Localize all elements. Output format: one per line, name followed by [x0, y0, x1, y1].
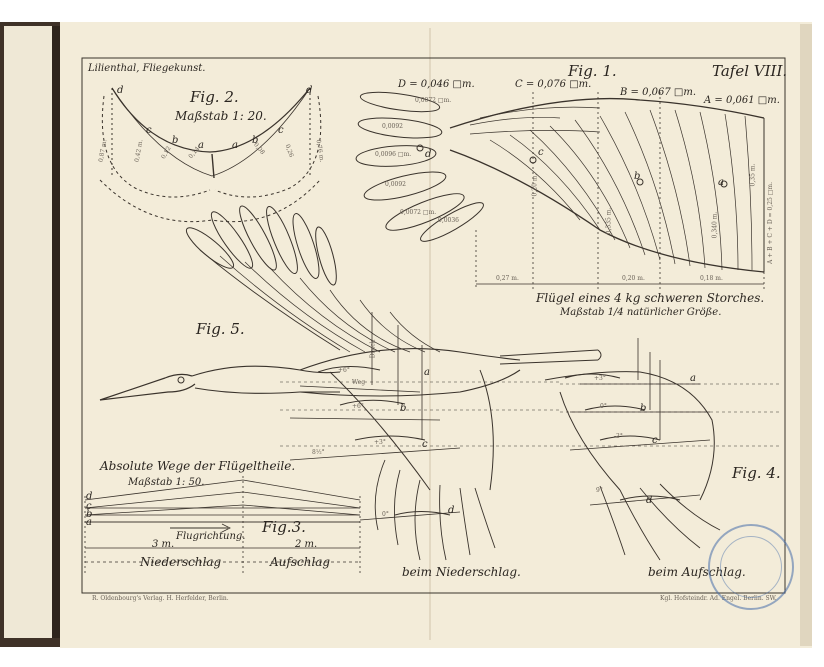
fig5-point-b: b: [400, 403, 407, 414]
fig1-area-c: C = 0,076 □m.: [515, 79, 592, 90]
fig4-angle-0: +3°: [594, 375, 606, 382]
fig4-point-c: c: [652, 435, 658, 446]
fig5-force-weg: Weg: [352, 379, 366, 386]
fig5-point-c: c: [422, 439, 428, 450]
fig2-point-a-left: a: [198, 140, 204, 151]
fig1-feather-5: 0,0036: [438, 217, 459, 224]
fig3-title: Fig.3.: [262, 518, 306, 536]
fig2-scale: Maßstab 1: 20.: [175, 109, 267, 123]
fig1-depth-0: 0,20 m.: [531, 173, 539, 197]
fig3-paths: [84, 476, 361, 575]
fig2-point-d-left: d: [117, 85, 124, 96]
fig5-angle-4: 0°: [382, 511, 389, 518]
fig1-span-0: 0,27 m.: [496, 275, 519, 282]
fig5-force-druck: Druck: [369, 339, 377, 359]
fig4-point-a: a: [690, 373, 696, 384]
fig1-scale: Maßstab 1/4 natürlicher Größe.: [560, 307, 722, 318]
fig4-title: Fig. 4.: [732, 464, 781, 482]
fig5-caption: beim Niederschlag.: [402, 565, 521, 579]
fig1-feather-3: 0,0092: [385, 181, 406, 188]
fig3-dim-right: 2 m.: [295, 539, 318, 550]
fig3-dim-left: 3 m.: [152, 539, 175, 550]
plate-footer-right: Kgl. Hofsteindr. Ad. Engel. Berlin. SW.: [660, 595, 777, 602]
fig3-heading: Absolute Wege der Flügeltheile.: [100, 459, 296, 473]
fig1-wing: [355, 91, 765, 290]
fig1-depth-1: 0,335 m.: [605, 207, 613, 235]
fig1-feather-4: 0,0072 □m.: [400, 209, 437, 216]
fig5-angle-2: +3°: [374, 439, 386, 446]
fig1-point-a: a: [718, 177, 724, 188]
fig5-point-d: d: [448, 505, 455, 516]
plate-frame: [81, 57, 786, 594]
fig1-area-a: A = 0,061 □m.: [704, 95, 780, 106]
fig2-point-b-left: b: [172, 135, 179, 146]
plate-header-left: Lilienthal, Fliegekunst.: [88, 63, 206, 74]
fig4-point-d: d: [646, 495, 653, 506]
plate-footer-left: R. Oldenbourg's Verlag. H. Herfelder, Be…: [92, 595, 229, 602]
fig1-depth-3: 0,35 m.: [749, 163, 757, 187]
fig5-title: Fig. 5.: [196, 320, 245, 338]
fig1-feather-2: 0,0096 □m.: [375, 151, 412, 158]
fig2-point-b-right: b: [252, 135, 259, 146]
fig1-total: A + B + C + D = 0,25 □m.: [767, 181, 775, 265]
fig3-letter-c: c: [86, 501, 92, 512]
fig2-point-d-right: d: [306, 85, 313, 96]
fig4-angle-2: -3°: [614, 433, 623, 440]
fig2-drawing: [99, 87, 322, 223]
fig3-letter-d: d: [86, 491, 93, 502]
fig4-angle-1: 0°: [600, 403, 607, 410]
fig3-letter-a: a: [86, 517, 92, 528]
fig1-feather-0: 0,0072 □m.: [415, 97, 452, 104]
library-stamp: [708, 524, 794, 610]
fig3-phase-right: Aufschlag: [270, 555, 331, 569]
fig5-point-a: a: [424, 367, 430, 378]
fig1-span-2: 0,18 m.: [700, 275, 723, 282]
fig3-arrow-label: Flugrichtung.: [176, 531, 246, 542]
fig2-title: Fig. 2.: [190, 88, 239, 106]
fig5-angle-0: +6°: [338, 367, 350, 374]
library-stamp-inner-ring: [720, 536, 782, 598]
fig5-angle-3: 8½°: [312, 449, 325, 456]
fig1-point-c: c: [538, 147, 544, 158]
fig1-depth-2: 0,340 m.: [711, 211, 719, 239]
fig1-feather-1: 0,0092: [382, 123, 403, 130]
fig1-caption: Flügel eines 4 kg schweren Storches.: [536, 291, 765, 305]
fig4-angle-3: 9°: [596, 487, 603, 494]
fig1-title: Fig. 1.: [568, 62, 617, 80]
fig5-angle-1: +6°: [352, 403, 364, 410]
fig1-span-1: 0,20 m.: [622, 275, 645, 282]
fig3-letter-b: b: [86, 509, 93, 520]
fig3-phase-left: Niederschlag: [140, 555, 222, 569]
fig4-wing: [544, 338, 780, 561]
fig5-stork: [99, 205, 602, 561]
plate-header-right: Tafel VIII.: [712, 62, 788, 80]
fig1-point-b: b: [634, 171, 641, 182]
fig2-point-c-right: c: [278, 125, 284, 136]
fig2-point-c-left: c: [146, 125, 152, 136]
fig4-point-b: b: [640, 403, 647, 414]
fig2-point-a-right: a: [232, 140, 238, 151]
fig1-area-d: D = 0,046 □m.: [398, 79, 475, 90]
fig1-area-b: B = 0,067 □m.: [620, 87, 697, 98]
fig3-scale: Maßstab 1: 50.: [128, 477, 205, 488]
fig1-point-d: d: [425, 149, 432, 160]
